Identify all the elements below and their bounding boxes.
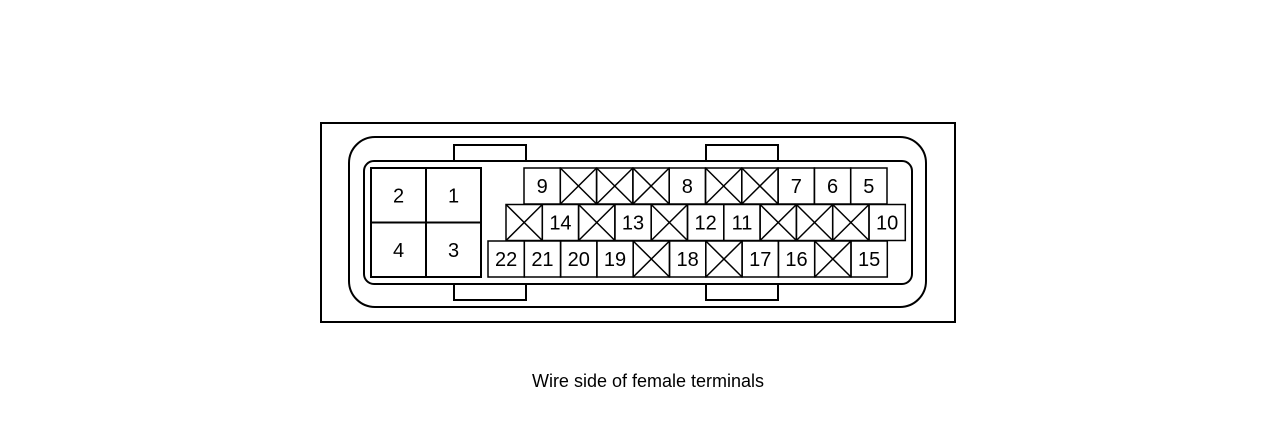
terminal-label: 5 <box>863 176 874 198</box>
empty-terminal-cross-icon <box>632 240 671 278</box>
connector-frame <box>320 122 956 323</box>
terminal-label: 22 <box>495 249 517 271</box>
empty-terminal-cross-icon <box>705 240 743 278</box>
terminal-label: 7 <box>791 176 802 198</box>
large-terminal-cell <box>425 221 482 278</box>
locking-tab-bottom-right <box>705 283 779 301</box>
terminal-label: 18 <box>677 249 699 271</box>
empty-terminal-cross-icon <box>741 167 779 205</box>
terminal-label: 17 <box>749 249 771 271</box>
empty-terminal-cross-icon <box>632 167 670 205</box>
terminal-label: 20 <box>568 249 590 271</box>
terminal-label: 10 <box>876 213 898 235</box>
empty-terminal-cross-icon <box>578 203 616 242</box>
empty-terminal-cross-icon <box>759 203 797 242</box>
terminal-label: 19 <box>604 249 626 271</box>
terminal-cell <box>850 240 889 278</box>
connector-housing <box>348 136 927 308</box>
terminal-label: 3 <box>448 240 459 262</box>
terminal-label: 6 <box>827 176 838 198</box>
terminal-label: 2 <box>393 185 404 207</box>
empty-terminal-cross-icon <box>505 203 543 242</box>
terminal-label: 9 <box>537 176 548 198</box>
terminal-label: 8 <box>682 176 693 198</box>
empty-terminal-cross-icon <box>704 167 743 205</box>
connector-inner-body <box>363 160 913 285</box>
large-terminals: 2 1 4 3 <box>370 167 482 278</box>
empty-terminal-cross-icon <box>795 203 834 242</box>
locking-tab-top-right <box>705 144 779 162</box>
small-terminals: 9 8 7 6 5 14 13 12 11 10 22 21 20 19 18 17 16 15 <box>487 167 907 278</box>
terminal-label: 12 <box>695 213 717 235</box>
diagram-caption: Wire side of female terminals <box>531 371 765 391</box>
terminal-label: 11 <box>732 213 753 235</box>
terminal-label: 4 <box>393 240 404 262</box>
empty-terminal-cross-icon <box>596 167 634 205</box>
terminal-label: 13 <box>622 213 644 235</box>
empty-terminal-cross-icon <box>650 203 689 242</box>
terminal-label: 15 <box>858 249 880 271</box>
empty-terminal-cross-icon <box>832 203 870 242</box>
locking-tab-top-left <box>453 144 527 162</box>
terminal-label: 21 <box>531 249 553 271</box>
locking-tab-bottom-left <box>453 283 527 301</box>
empty-terminal-cross-icon <box>559 167 598 205</box>
terminal-label: 1 <box>448 185 459 207</box>
empty-terminal-cross-icon <box>814 240 852 278</box>
terminal-label: 14 <box>549 213 571 235</box>
terminal-label: 16 <box>785 249 807 271</box>
